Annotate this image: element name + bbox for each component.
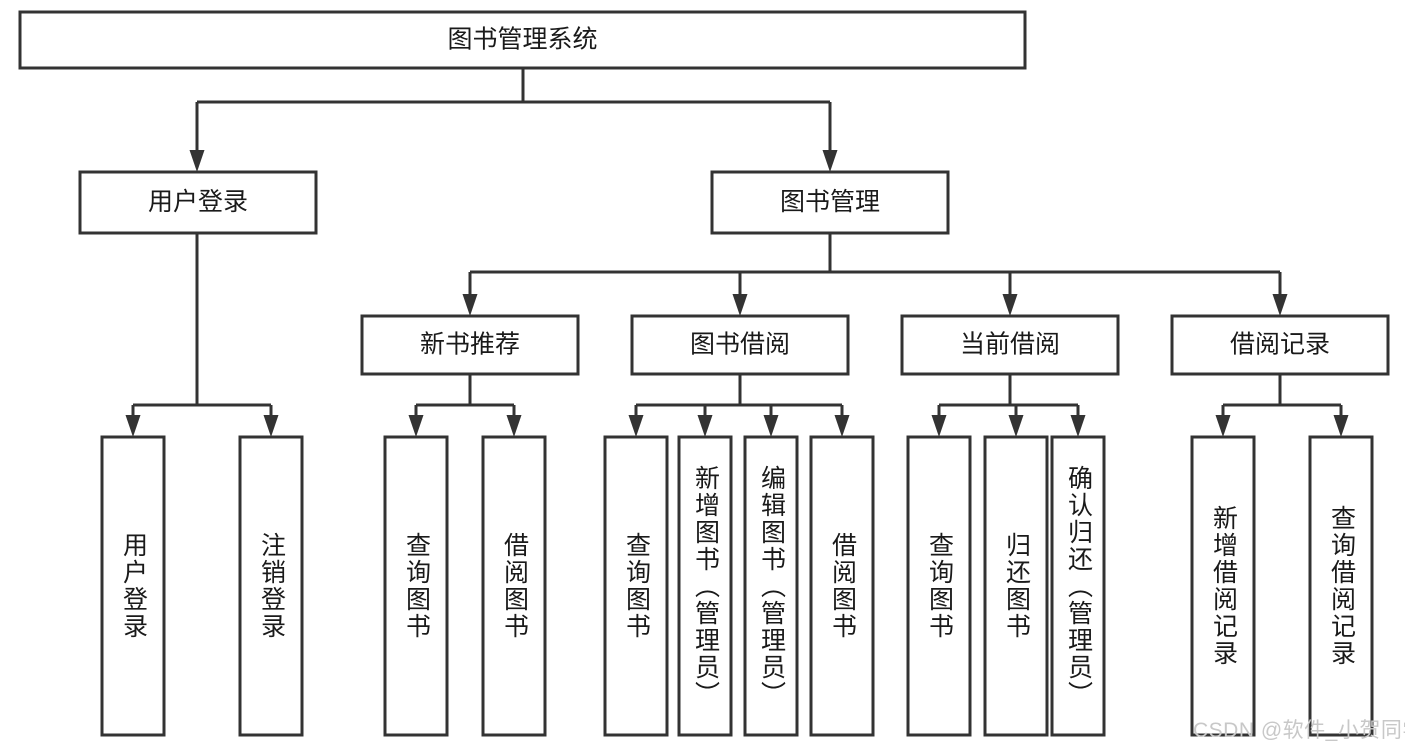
leaf-node-leaf-query-book-recommend-box[interactable]	[383, 435, 449, 737]
connector-arrow-head	[628, 415, 644, 437]
leaf-node-leaf-query-book-current-box[interactable]	[906, 435, 972, 737]
leaf-node-leaf-add-book-admin-box[interactable]	[677, 435, 733, 737]
connector-arrow-head	[931, 415, 947, 437]
level2-node-book-manage-label: 图书管理	[780, 188, 880, 216]
leaf-node-leaf-query-book-borrow-box[interactable]	[603, 435, 669, 737]
connector-arrow-head	[697, 415, 713, 437]
leaf-node-leaf-borrow-book-recommend-box[interactable]	[481, 435, 547, 737]
leaf-node-leaf-return-book-box[interactable]	[983, 435, 1049, 737]
connector-arrow-head	[1272, 294, 1288, 316]
leaf-node-leaf-edit-book-admin-box[interactable]	[743, 435, 799, 737]
level3-node-book-borrow-box[interactable]	[630, 314, 850, 376]
leaf-node-leaf-borrow-book-borrow-box[interactable]	[809, 435, 875, 737]
level3-node-new-book-recommend-label: 新书推荐	[420, 331, 520, 359]
connector-arrow-head	[506, 415, 522, 437]
connector-arrow-head	[763, 415, 779, 437]
connector-arrow-head	[1333, 415, 1349, 437]
watermark-text: CSDN @软件_小贺同学	[1193, 719, 1405, 742]
connector-arrow-head	[462, 294, 478, 316]
level3-node-new-book-recommend-box[interactable]	[360, 314, 580, 376]
connector-arrow-head	[1008, 415, 1024, 437]
connector-arrow-head	[263, 415, 279, 437]
root-node-root-box[interactable]	[18, 10, 1027, 70]
connector-arrow-head	[125, 415, 141, 437]
level2-node-user-login-box[interactable]	[78, 170, 318, 235]
root-node-root-label: 图书管理系统	[447, 26, 597, 54]
connector-arrow-head	[1002, 294, 1018, 316]
level3-node-borrow-record-label: 借阅记录	[1230, 331, 1330, 359]
level2-node-user-login-label: 用户登录	[148, 188, 248, 216]
connector-arrow-head	[189, 150, 205, 172]
level3-node-borrow-record-box[interactable]	[1170, 314, 1390, 376]
connector-arrow-head	[408, 415, 424, 437]
leaf-node-leaf-add-borrow-record-box[interactable]	[1190, 435, 1256, 737]
level2-node-book-manage-box[interactable]	[710, 170, 950, 235]
connector-arrow-head	[822, 150, 838, 172]
level3-node-current-borrow-label: 当前借阅	[960, 331, 1060, 359]
connectors-layer	[125, 68, 1349, 437]
connector-arrow-head	[732, 294, 748, 316]
leaf-node-leaf-query-borrow-record-box[interactable]	[1308, 435, 1374, 737]
leaf-node-leaf-confirm-return-admin-box[interactable]	[1050, 435, 1106, 737]
connector-arrow-head	[834, 415, 850, 437]
level3-node-book-borrow-label: 图书借阅	[690, 331, 790, 359]
leaf-node-leaf-logout-login-box[interactable]	[238, 435, 304, 737]
node-boxes-layer	[18, 10, 1390, 737]
connector-arrow-head	[1070, 415, 1086, 437]
connector-arrow-head	[1215, 415, 1231, 437]
level3-node-current-borrow-box[interactable]	[900, 314, 1120, 376]
leaf-node-leaf-user-login-box[interactable]	[100, 435, 166, 737]
